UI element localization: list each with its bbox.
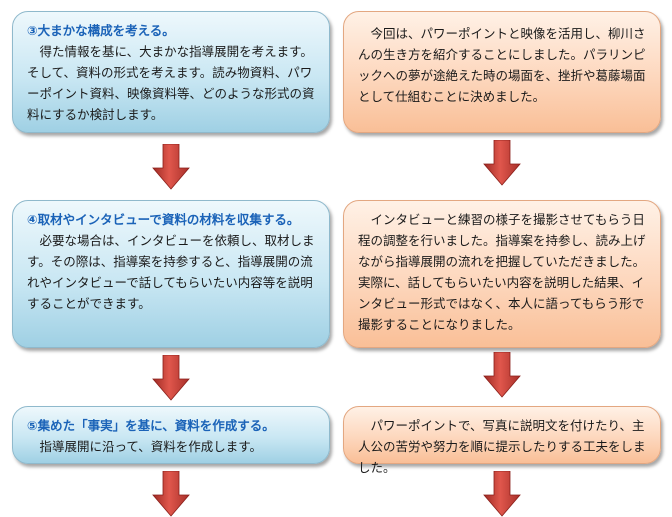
down-arrow-icon bbox=[483, 140, 521, 186]
down-arrow-icon bbox=[152, 355, 190, 401]
down-arrow-icon bbox=[483, 471, 521, 517]
down-arrow-icon bbox=[152, 144, 190, 190]
down-arrow-icon bbox=[152, 471, 190, 517]
step-3-description: 得た情報を基に、大まかな指導展開を考えます。そして、資料の形式を考えます。読み物… bbox=[27, 44, 315, 122]
step-5-title: ⑤集めた「事実」を基に、資料を作成する。 bbox=[27, 418, 275, 433]
step-4-description: 必要な場合は、インタビューを依頼し、取材します。その際は、指導案を持参すると、指… bbox=[27, 233, 315, 311]
step-4-title: ④取材やインタビューで資料の材料を収集する。 bbox=[27, 212, 300, 227]
down-arrow-icon bbox=[483, 352, 521, 398]
step-4-note: インタビューと練習の様子を撮影させてもらう日程の調整を行いました。指導案を持参し… bbox=[358, 212, 646, 332]
step-5-note-box: パワーポイントで、写真に説明文を付けたり、主人公の苦労や努力を順に提示したりする… bbox=[343, 406, 661, 475]
step-3-title: ③大まかな構成を考える。 bbox=[27, 23, 175, 38]
step-4-note-box: インタビューと練習の様子を撮影させてもらう日程の調整を行いました。指導案を持参し… bbox=[343, 200, 661, 348]
step-3-note-box: 今回は、パワーポイントと映像を活用し、柳川さんの生き方を紹介することにしました。… bbox=[343, 11, 661, 133]
step-5-description: 指導展開に沿って、資料を作成します。 bbox=[39, 439, 263, 454]
step-5-box: ⑤集めた「事実」を基に、資料を作成する。 指導展開に沿って、資料を作成します。 bbox=[12, 406, 330, 464]
step-4-box: ④取材やインタビューで資料の材料を収集する。 必要な場合は、インタビューを依頼し… bbox=[12, 200, 330, 348]
step-3-box: ③大まかな構成を考える。 得た情報を基に、大まかな指導展開を考えます。そして、資… bbox=[12, 11, 330, 133]
step-3-note: 今回は、パワーポイントと映像を活用し、柳川さんの生き方を紹介することにしました。… bbox=[358, 26, 646, 104]
step-5-note: パワーポイントで、写真に説明文を付けたり、主人公の苦労や努力を順に提示したりする… bbox=[358, 418, 646, 475]
